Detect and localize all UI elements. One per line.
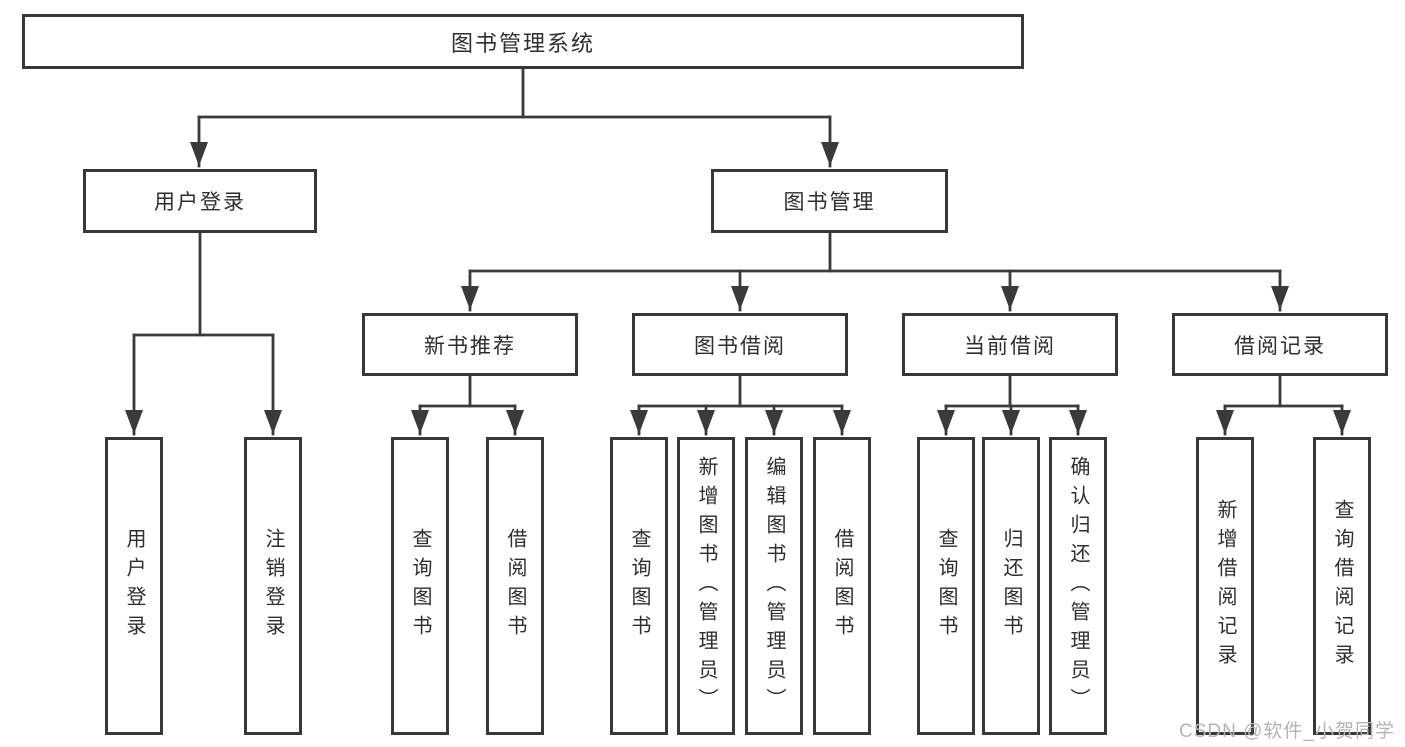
node-book-borrowing: 图书借阅 [632,313,848,376]
leaf-edit-books-admin: 编辑图书（管理员） [745,437,803,735]
leaf-label: 查询图书 [935,528,957,644]
leaf-label: 查询借阅记录 [1331,499,1353,673]
csdn-watermark: CSDN @软件_小贺同学 [1179,721,1395,742]
node-user-login: 用户登录 [83,169,317,233]
leaf-label: 查询图书 [628,528,650,644]
leaf-label: 借阅图书 [504,528,526,644]
leaf-query-borrow-record: 查询借阅记录 [1313,437,1371,735]
leaf-return-books: 归还图书 [982,437,1040,735]
leaf-label: 新增图书（管理员） [695,455,717,717]
node-borrowing-records: 借阅记录 [1172,313,1388,376]
leaf-label: 新增借阅记录 [1214,499,1236,673]
leaf-query-books-3: 查询图书 [917,437,975,735]
node-book-management: 图书管理 [711,169,948,233]
node-current-borrowing: 当前借阅 [902,313,1118,376]
node-new-book-recommendation: 新书推荐 [362,313,578,376]
leaf-add-books-admin: 新增图书（管理员） [677,437,735,735]
leaf-add-borrow-record: 新增借阅记录 [1196,437,1254,735]
leaf-query-books-1: 查询图书 [391,437,449,735]
leaf-label: 确认归还（管理员） [1067,455,1089,717]
leaf-label: 借阅图书 [831,528,853,644]
leaf-borrow-books-2: 借阅图书 [813,437,871,735]
node-library-system: 图书管理系统 [22,14,1024,69]
leaf-borrow-books-1: 借阅图书 [486,437,544,735]
leaf-logout: 注销登录 [244,437,302,735]
leaf-user-login: 用户登录 [105,437,163,735]
leaf-label: 归还图书 [1000,528,1022,644]
leaf-label: 查询图书 [409,528,431,644]
leaf-query-books-2: 查询图书 [610,437,668,735]
leaf-label: 编辑图书（管理员） [763,455,785,717]
leaf-label: 注销登录 [262,528,284,644]
leaf-confirm-return-admin: 确认归还（管理员） [1049,437,1107,735]
leaf-label: 用户登录 [123,528,145,644]
